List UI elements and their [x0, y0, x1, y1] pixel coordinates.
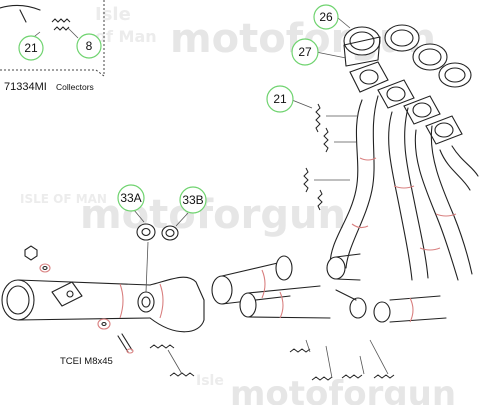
- springs-right: [303, 103, 358, 211]
- inset-caption: 71334MI Collectors: [4, 81, 94, 93]
- flange-ring-1: [343, 26, 381, 67]
- leader-8-inset: [67, 27, 79, 39]
- watermark-brand-bottom: motoforgun: [230, 374, 456, 405]
- header-pipes: [329, 95, 479, 281]
- collector-assembly: [1, 245, 205, 354]
- part-33a: [136, 223, 156, 241]
- inset-border: [0, 0, 105, 77]
- callout-21-inset: 21: [18, 35, 44, 61]
- callout-8-inset: 8: [76, 33, 102, 59]
- watermark-tagline-bottom: Isle: [196, 373, 224, 389]
- flange-plate-3: [403, 95, 441, 125]
- leader-21-main: [291, 99, 313, 109]
- flange-plate-4: [425, 115, 463, 145]
- inset-spring-21: [51, 18, 71, 31]
- header-flanges: [343, 24, 472, 145]
- leader-33-to-body: [145, 241, 149, 293]
- leader-27: [315, 51, 347, 59]
- svg-text:27: 27: [298, 45, 312, 59]
- svg-text:21: 21: [273, 92, 287, 106]
- springs-bottom: [149, 339, 395, 381]
- svg-text:21: 21: [24, 41, 38, 55]
- svg-text:33A: 33A: [120, 191, 141, 205]
- watermark-tagline-top: Isle: [95, 4, 131, 25]
- watermark-layer: motoforgun Isle of Man motoforgun ISLE O…: [20, 4, 456, 405]
- inset-pipe-edge: [0, 4, 41, 11]
- part-33b: [161, 225, 179, 241]
- flange-ring-3: [412, 43, 448, 71]
- callout-21-main: 21: [266, 85, 294, 113]
- flange-plate-2: [377, 79, 415, 109]
- flange-ring-4: [438, 62, 472, 88]
- callout-27: 27: [291, 38, 319, 66]
- svg-text:26: 26: [319, 10, 333, 24]
- mid-pipes: [211, 253, 447, 323]
- watermark-tagline-middle: ISLE OF MAN: [20, 192, 107, 206]
- collectors-inset: 21 8 71334MI Collectors: [0, 0, 105, 93]
- callout-33a: 33A: [117, 184, 145, 212]
- flange-plate-1: [349, 61, 389, 93]
- svg-text:33B: 33B: [182, 193, 203, 207]
- leader-26: [337, 17, 351, 29]
- bolt-label: TCEI M8x45: [60, 356, 113, 367]
- callout-26: 26: [313, 4, 339, 30]
- flange-ring-2: [384, 24, 420, 52]
- leader-33b: [175, 212, 189, 227]
- callout-33b: 33B: [179, 186, 207, 214]
- part-name: Collectors: [56, 82, 94, 92]
- part-number: 71334MI: [4, 81, 47, 93]
- svg-text:8: 8: [86, 39, 93, 53]
- inset-pipe-stub: [19, 9, 27, 23]
- watermark-tagline-top-2: of Man: [95, 27, 157, 46]
- bolt-stack: [24, 245, 134, 354]
- leader-33a: [133, 209, 145, 223]
